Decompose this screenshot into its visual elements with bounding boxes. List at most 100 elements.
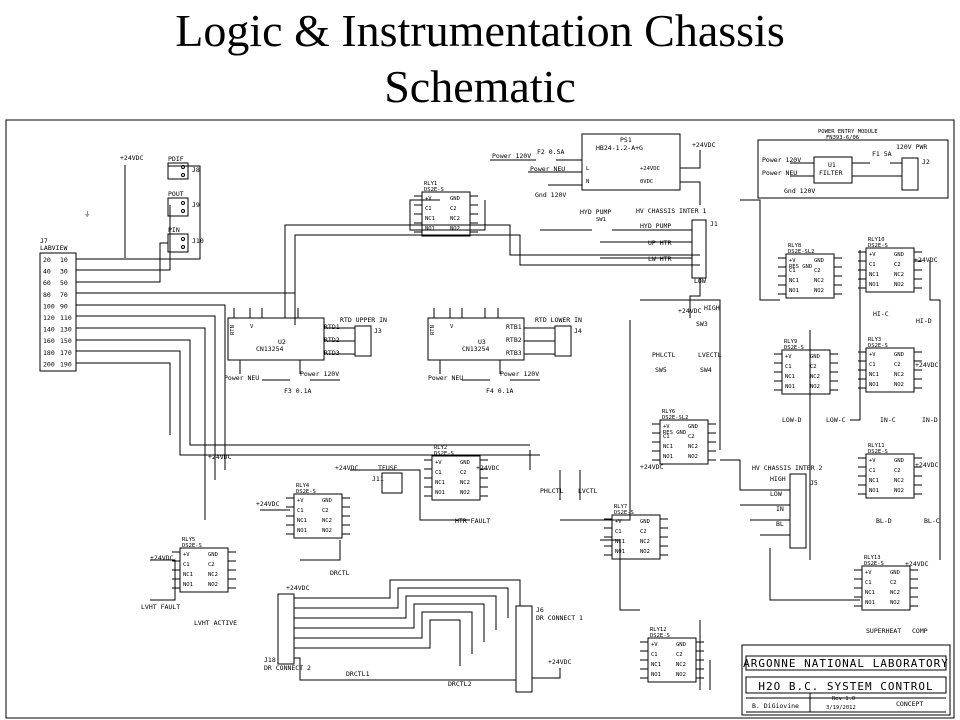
svg-text:HIGH: HIGH [770,475,786,483]
relay-leads [854,569,918,607]
j7-pin-label: 90 [60,302,68,310]
relay-pin-label: +V [869,352,876,358]
svg-text:PS1: PS1 [620,136,632,144]
relay-leads [858,457,922,495]
relay-pin-label: NO1 [869,382,879,388]
relay-leads [858,251,922,289]
svg-text:J4: J4 [574,327,582,335]
j7-pin-label: 200 [43,360,55,368]
relay-pin-label: NC2 [460,480,470,486]
svg-text:RTB2: RTB2 [506,336,522,344]
svg-text:J5: J5 [810,479,818,487]
svg-text:+24VDC: +24VDC [640,463,664,471]
svg-text:U2: U2 [278,338,286,346]
relay-pin-label: C2 [894,468,901,474]
relay-pin-label: GND [894,352,904,358]
relay-pin-label: NO2 [450,226,460,232]
connector-j6: J6 DR CONNECT 1 [515,605,583,693]
relay-part: DS2E-S [784,345,804,351]
relay-pin-label: NO2 [894,382,904,388]
svg-text:LW HTR: LW HTR [648,255,672,263]
svg-text:F2 0.5A: F2 0.5A [537,148,564,156]
relay-pin-label: GND [450,196,460,202]
u3-pwr-120: Power 120V [500,370,539,378]
svg-text:HIGH: HIGH [704,304,720,312]
relay-pin-label: GND [676,642,686,648]
tb-org: ARGONNE NATIONAL LABORATORY [743,657,949,670]
svg-text:HI-D: HI-D [916,317,932,325]
relay-pin-label: +V [663,424,670,430]
svg-text:DR CONNECT 2: DR CONNECT 2 [264,664,311,672]
relay-pin-label: +V [425,196,432,202]
j7-name: J7 [40,237,48,245]
relay-pin-label: NC1 [869,272,879,278]
relay-name: RLY11 [868,443,885,449]
svg-text:RTD1: RTD1 [324,323,340,331]
svg-text:+24VDC: +24VDC [640,166,660,172]
relay-leads [414,195,478,233]
svg-text:BL: BL [776,520,784,528]
dr-wiring [294,579,561,681]
j7-pin-label: 120 [43,314,55,322]
connector-j1: HV CHASSIS INTER 1 J1 HYD PUMP UP HTR LW… [540,207,718,279]
module-u3: U3 CN13254 RTB1 RTB2 RTB3 RTD LOWER IN J… [427,316,582,361]
svg-text:RTB3: RTB3 [506,349,522,357]
svg-text:LOW-C: LOW-C [826,416,846,424]
relay-pin-label: NO1 [785,384,795,390]
relay-part: DS2E-S [182,543,202,549]
slide-title: Logic & Instrumentation Chassis Schemati… [0,0,960,116]
svg-text:BL-C: BL-C [924,517,940,525]
relay-name: RLY9 [784,339,797,345]
relay-pin-label: NO2 [810,384,820,390]
svg-text:SW4: SW4 [700,366,712,374]
relay-pin-label: C1 [865,580,872,586]
svg-text:TFUSE: TFUSE [378,464,398,472]
relay-pin-label: C2 [894,362,901,368]
svg-text:RTD LOWER IN: RTD LOWER IN [535,316,582,324]
relay-leads [858,351,922,389]
svg-text:J2: J2 [922,158,930,166]
relay-pin-label: +V [789,258,796,264]
dr-24v: +24VDC [548,658,572,666]
relay-pin-label: NC2 [894,478,904,484]
relay-pin-label: C1 [789,268,796,274]
svg-text:U1: U1 [828,161,836,169]
relay-pin-label: GND [894,252,904,258]
relay-pin-label: NO1 [789,288,799,294]
svg-text:IN-D: IN-D [922,416,938,424]
svg-text:LOW: LOW [770,490,782,498]
svg-text:J11: J11 [372,475,384,483]
relay-pin-label: C1 [663,434,670,440]
relay-pin-label: NO2 [890,600,900,606]
svg-text:LOW-D: LOW-D [782,416,802,424]
svg-text:+24VDC: +24VDC [915,461,939,469]
svg-text:HTR FAULT: HTR FAULT [455,517,490,525]
svg-text:⏚: ⏚ [84,210,91,218]
relay-pin-label: C1 [425,206,432,212]
relay-part: DS2E-S [864,561,884,567]
relay-pin-label: C2 [676,652,683,658]
relay-pin-label: C1 [183,562,190,568]
relay-pin-label: GND [688,424,698,430]
relay-pin-label: +V [785,354,792,360]
relay-pin-label: NO2 [814,288,824,294]
relay-leads [640,641,704,679]
svg-text:BL-D: BL-D [876,517,892,525]
relay-name: RLY7 [614,504,627,510]
svg-text:+24VDC: +24VDC [914,256,938,264]
svg-text:HI-C: HI-C [873,310,889,318]
svg-text:+24VDC: +24VDC [692,141,716,149]
relay-pin-label: NC1 [651,662,661,668]
relay-pin-label: C1 [615,529,622,535]
relay-part: DS2E-S [424,187,444,193]
tb-author: B. DiGiovine [752,702,799,710]
relay-pin-label: GND [460,460,470,466]
indicator-drctl1: DRCTL1 [346,670,370,678]
relay-pin-label: GND [640,519,650,525]
relay-pin-label: NO2 [460,490,470,496]
relay-pin-label: C2 [640,529,647,535]
power-entry-module: POWER ENTRY MODULE FN393-6/06 U1 FILTER … [757,129,949,199]
relay-pin-label: NC2 [676,662,686,668]
